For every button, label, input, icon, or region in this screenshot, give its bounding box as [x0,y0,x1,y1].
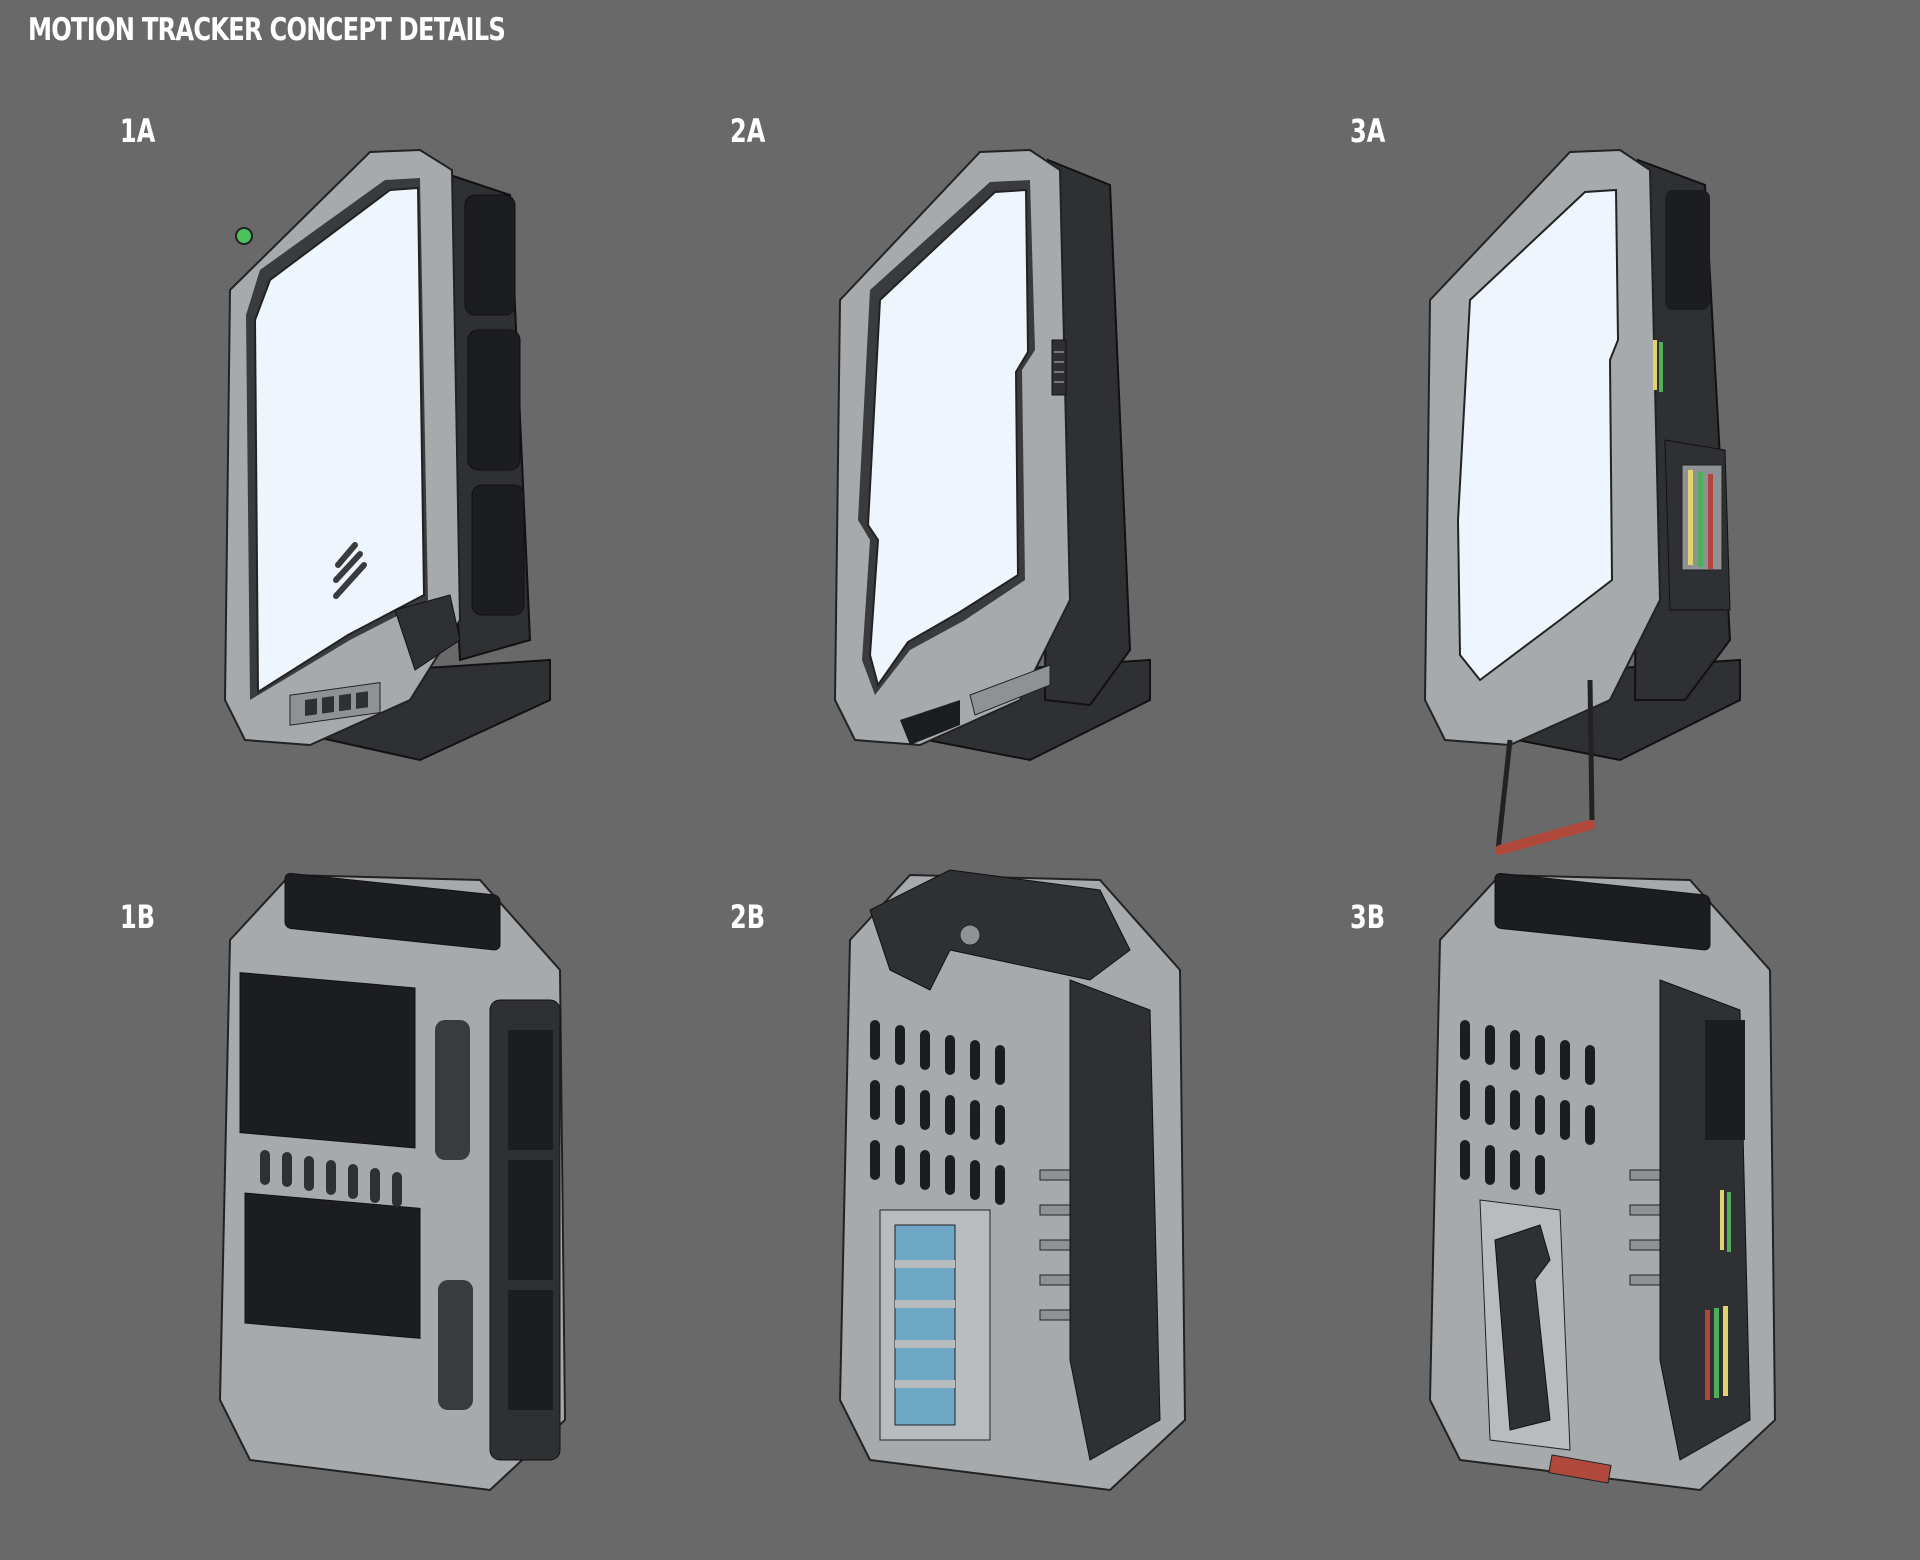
strip-red [1708,474,1713,569]
tracker-front-2a-illustration [833,148,1151,762]
top-pad [284,872,501,951]
battery-window [894,1224,956,1426]
screen [1456,188,1620,682]
strip-green [1698,472,1703,567]
vent-grille [260,1150,402,1207]
view-label-2b: 2B [730,898,765,936]
device-view-2b [830,860,1200,1500]
fold-out-handle [1495,679,1595,851]
sheet-title: MOTION TRACKER CONCEPT DETAILS [28,12,506,48]
lower-rubber-pad [244,1192,421,1339]
strip-yellow [1688,470,1693,565]
upper-rubber-pad [239,972,416,1149]
top-button-icon [959,924,981,946]
view-label-2a: 2A [730,112,766,150]
vent-grille [870,1020,1005,1205]
belt-clip [1494,1224,1551,1431]
grip-pad [471,484,525,616]
device-view-3a [1420,140,1780,1010]
vent-slots [333,542,367,599]
device-view-3b [1420,860,1790,1520]
tracker-front-3a-illustration [1423,148,1741,855]
handle-grip [1495,820,1595,855]
screen [253,186,426,694]
indicator-strips [1705,1306,1728,1400]
indicator-strips-small [1653,340,1663,392]
top-cap [869,869,1131,991]
side-bumper [1069,979,1161,1461]
tracker-front-1a-illustration [223,148,551,762]
top-pad [1494,872,1711,951]
device-view-1a [220,140,580,780]
view-label-3a: 3A [1350,112,1386,150]
handle-grip [1548,1454,1612,1484]
side-switch [1051,339,1067,396]
tracker-back-2b-illustration [838,869,1187,1492]
vent-grille [1460,1020,1595,1195]
device-view-1b [210,860,580,1500]
screen [866,188,1030,688]
side-ribs [1039,1169,1081,1321]
grip-pad [464,194,516,316]
view-label-1b: 1B [120,898,155,936]
view-label-1a: 1A [120,112,156,150]
tracker-back-3b-illustration [1428,872,1777,1492]
device-view-2a [830,140,1190,780]
grip-pad [467,329,521,471]
led-indicator-icon [235,227,253,245]
tracker-back-1b-illustration [218,872,567,1492]
view-label-3b: 3B [1350,898,1385,936]
